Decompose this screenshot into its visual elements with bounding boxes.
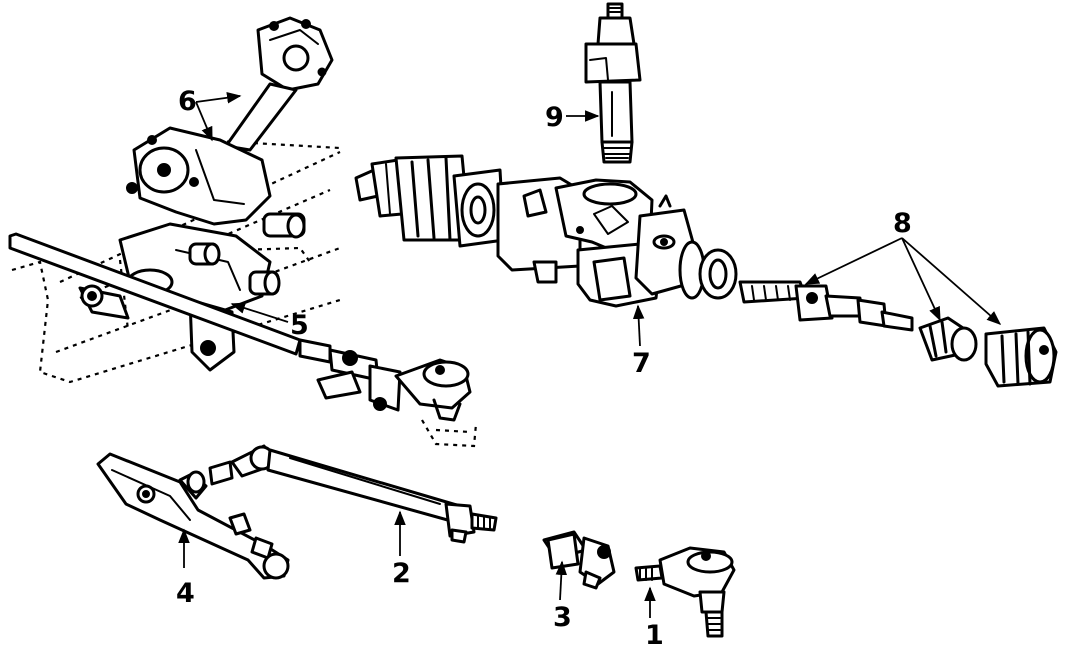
callout-leaders — [178, 92, 1002, 618]
callout-9: 9 — [545, 102, 564, 133]
callout-3: 3 — [553, 602, 572, 633]
rack-pinion-housing — [354, 154, 738, 308]
center-link — [208, 444, 498, 544]
inner-tie-rod-kit — [738, 280, 1058, 388]
callout-1: 1 — [645, 620, 664, 648]
callout-5: 5 — [290, 310, 309, 341]
pinion-valve-shaft — [584, 2, 642, 164]
adjuster-sleeve — [542, 530, 616, 590]
pitman-arm — [96, 452, 290, 580]
callout-4: 4 — [176, 578, 195, 609]
gear-mounting-bolts — [188, 212, 306, 296]
callout-6: 6 — [178, 86, 197, 117]
callout-8: 8 — [893, 208, 912, 239]
steering-gear-box — [118, 16, 334, 372]
callout-7: 7 — [632, 348, 651, 379]
center-link-assembled — [8, 232, 302, 356]
callout-2: 2 — [392, 558, 411, 589]
outer-tie-rod-end — [634, 546, 736, 638]
left-tie-rod-assembled — [298, 338, 478, 448]
